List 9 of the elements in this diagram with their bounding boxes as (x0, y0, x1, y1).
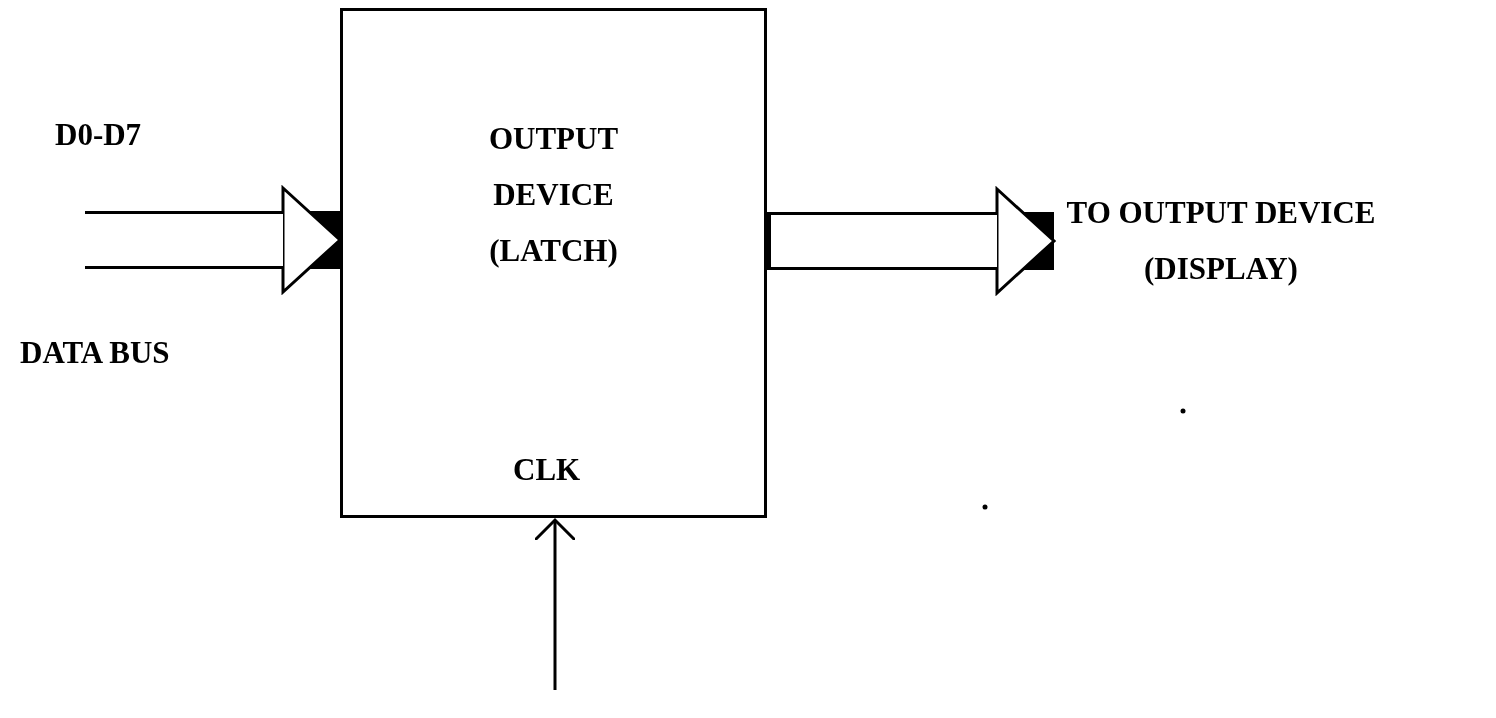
box-title: OUTPUT DEVICE (LATCH) (487, 120, 620, 270)
signal-label: D0-D7 (55, 116, 142, 154)
arrow (533, 518, 577, 690)
pin-label: CLK (513, 451, 581, 489)
signal-label: DATA BUS (20, 334, 170, 372)
latch-box (340, 8, 767, 518)
output-text: TO OUTPUT DEVICE (DISPLAY) (1056, 185, 1386, 297)
bus-arrow (767, 187, 1056, 295)
bus-arrow (85, 186, 342, 294)
